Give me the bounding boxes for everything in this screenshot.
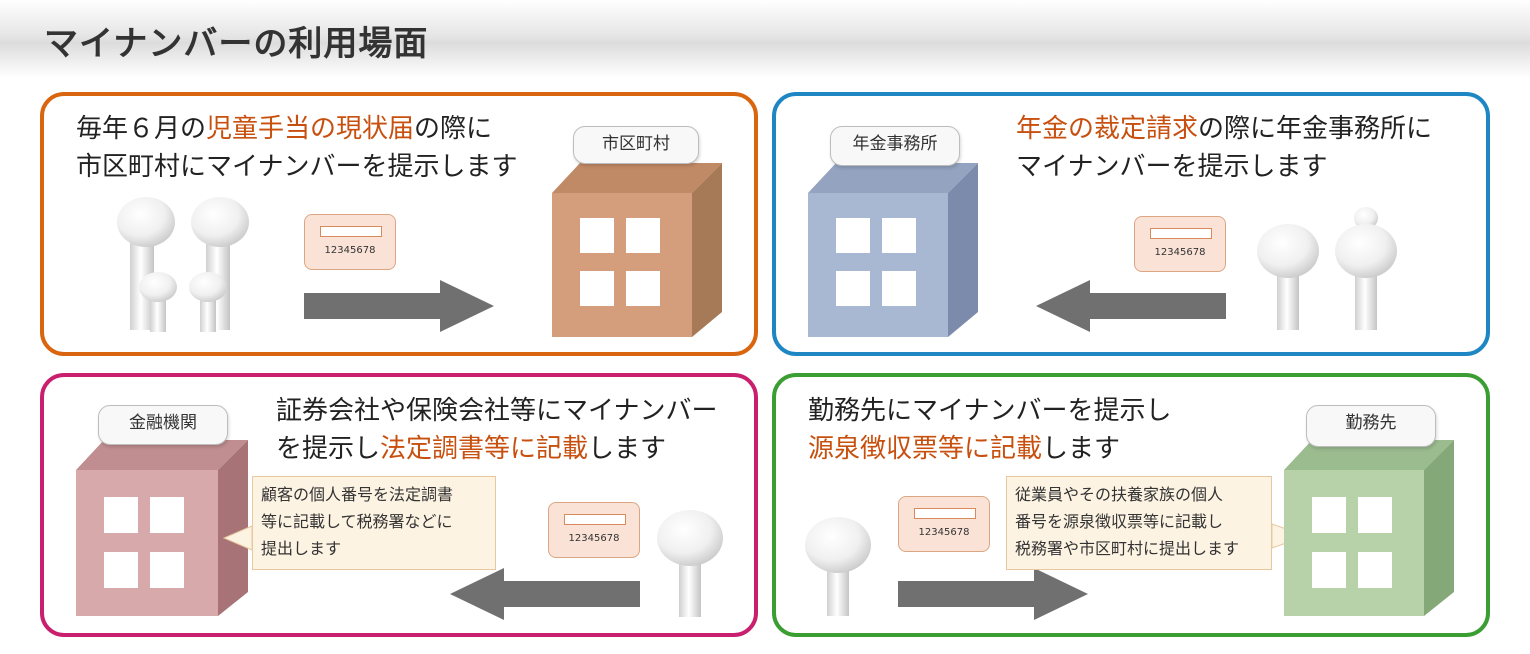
panel4-caption: 勤務先にマイナンバーを提示し 源泉徴収票等に記載します bbox=[808, 392, 1171, 468]
note-line: 顧客の個人番号を法定調書 bbox=[261, 485, 454, 504]
person-figure bbox=[1335, 207, 1397, 330]
caption-line: 年金の裁定請求の際に年金事務所に bbox=[1016, 110, 1432, 148]
caption-text: の際に bbox=[414, 114, 493, 144]
title-bar: マイナンバーの利用場面 bbox=[0, 0, 1530, 78]
caption-text: 市区町村にマイナンバーを提示します bbox=[76, 152, 518, 182]
caption-text: します bbox=[588, 434, 667, 464]
card-number: 12345678 bbox=[568, 533, 620, 544]
building-icon bbox=[808, 163, 978, 337]
arrow-left-icon bbox=[450, 568, 640, 620]
card-number: 12345678 bbox=[1154, 247, 1206, 258]
caption-line: 毎年６月の児童手当の現状届の際に bbox=[76, 110, 517, 148]
note-line: 従業員やその扶養家族の個人 bbox=[1015, 485, 1224, 504]
note-line: 提出します bbox=[261, 539, 342, 558]
workplace-note: 従業員やその扶養家族の個人 番号を源泉徴収票等に記載し 税務署や市区町村に提出し… bbox=[1006, 476, 1272, 570]
building-icon bbox=[1284, 440, 1454, 616]
card-stripe bbox=[564, 514, 626, 525]
caption-text: 勤務先にマイナンバーを提示し bbox=[808, 396, 1172, 426]
caption-text: を提示し bbox=[276, 434, 381, 464]
caption-text: します bbox=[1042, 434, 1121, 464]
mynumber-card-icon: 12345678 bbox=[1134, 216, 1226, 272]
panel3-caption: 証券会社や保険会社等にマイナンバー を提示し法定調書等に記載します bbox=[276, 392, 717, 468]
caption-line: 市区町村にマイナンバーを提示します bbox=[76, 148, 517, 186]
person-figure bbox=[191, 197, 249, 330]
child-figure bbox=[139, 272, 177, 332]
building-label: 金融機関 bbox=[98, 405, 228, 445]
note-line: 税務署や市区町村に提出します bbox=[1015, 539, 1240, 558]
caption-line: 勤務先にマイナンバーを提示し bbox=[808, 392, 1171, 430]
card-number: 12345678 bbox=[324, 245, 376, 256]
arrow-right-icon bbox=[898, 568, 1088, 620]
caption-text: マイナンバーを提示します bbox=[1016, 152, 1328, 182]
note-line: 番号を源泉徴収票等に記載し bbox=[1015, 512, 1224, 531]
caption-line: 証券会社や保険会社等にマイナンバー bbox=[276, 392, 717, 430]
person-figure bbox=[657, 510, 723, 617]
mynumber-card-icon: 12345678 bbox=[304, 214, 396, 270]
card-number: 12345678 bbox=[918, 527, 970, 538]
caption-highlight: 法定調書等に記載 bbox=[380, 434, 589, 464]
building-label: 市区町村 bbox=[573, 126, 699, 164]
building-icon bbox=[552, 163, 722, 337]
note-line: 等に記載して税務署などに bbox=[261, 512, 453, 531]
mynumber-card-icon: 12345678 bbox=[898, 496, 990, 552]
financial-note: 顧客の個人番号を法定調書 等に記載して税務署などに 提出します bbox=[252, 476, 496, 570]
arrow-right-icon bbox=[304, 280, 494, 332]
building-icon bbox=[76, 440, 248, 616]
child-figure bbox=[189, 272, 227, 332]
caption-text: 毎年６月の bbox=[76, 114, 207, 144]
caption-text: 証券会社や保険会社等にマイナンバー bbox=[276, 396, 718, 426]
page-title: マイナンバーの利用場面 bbox=[44, 24, 429, 64]
caption-line: 源泉徴収票等に記載します bbox=[808, 430, 1171, 468]
arrow-left-icon bbox=[1036, 280, 1226, 332]
panel1-caption: 毎年６月の児童手当の現状届の際に 市区町村にマイナンバーを提示します bbox=[76, 110, 517, 186]
panel2-caption: 年金の裁定請求の際に年金事務所に マイナンバーを提示します bbox=[1016, 110, 1432, 186]
building-label: 勤務先 bbox=[1306, 405, 1436, 447]
person-figure bbox=[805, 517, 871, 616]
caption-highlight: 年金の裁定請求 bbox=[1016, 114, 1199, 144]
card-stripe bbox=[914, 508, 976, 519]
card-stripe bbox=[320, 226, 382, 237]
card-stripe bbox=[1150, 228, 1212, 239]
person-figure bbox=[1257, 224, 1319, 330]
caption-line: を提示し法定調書等に記載します bbox=[276, 430, 717, 468]
person-figure bbox=[117, 197, 175, 330]
building-label: 年金事務所 bbox=[830, 126, 960, 166]
caption-highlight: 源泉徴収票等に記載 bbox=[808, 434, 1043, 464]
caption-highlight: 児童手当の現状届 bbox=[206, 114, 415, 144]
caption-text: の際に年金事務所に bbox=[1198, 114, 1433, 144]
mynumber-card-icon: 12345678 bbox=[548, 502, 640, 558]
caption-line: マイナンバーを提示します bbox=[1016, 148, 1432, 186]
